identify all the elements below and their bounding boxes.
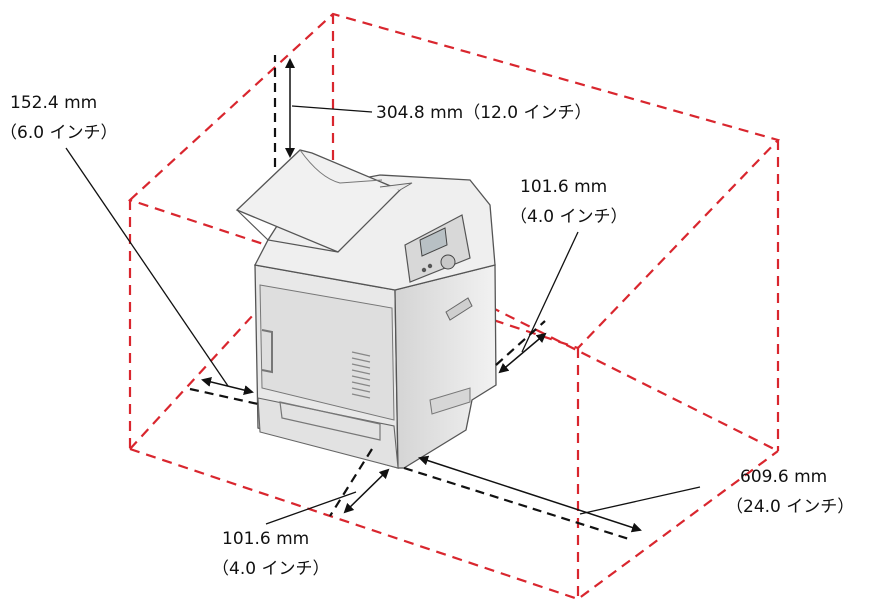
- left-clearance-inch: （6.0 インチ）: [0, 123, 118, 143]
- right-clearance-inch: （4.0 インチ）: [510, 207, 628, 227]
- left-clearance-mm: 152.4 mm: [10, 93, 98, 113]
- right-clearance-mm: 101.6 mm: [520, 177, 608, 197]
- front-dimension-arrow: [343, 468, 390, 514]
- dimension-arrows: [201, 58, 642, 533]
- leader-lines: [65, 105, 701, 525]
- printer: [235, 149, 497, 469]
- front-clearance-mm: 101.6 mm: [222, 529, 310, 549]
- back-clearance-inch: （24.0 インチ）: [726, 497, 855, 517]
- front-clearance-inch: （4.0 インチ）: [212, 559, 330, 579]
- right-dimension-arrow: [498, 332, 547, 374]
- back-clearance-mm: 609.6 mm: [740, 467, 828, 487]
- back-dimension-arrow: [418, 455, 642, 533]
- top-clearance-label: 304.8 mm（12.0 インチ）: [376, 103, 592, 123]
